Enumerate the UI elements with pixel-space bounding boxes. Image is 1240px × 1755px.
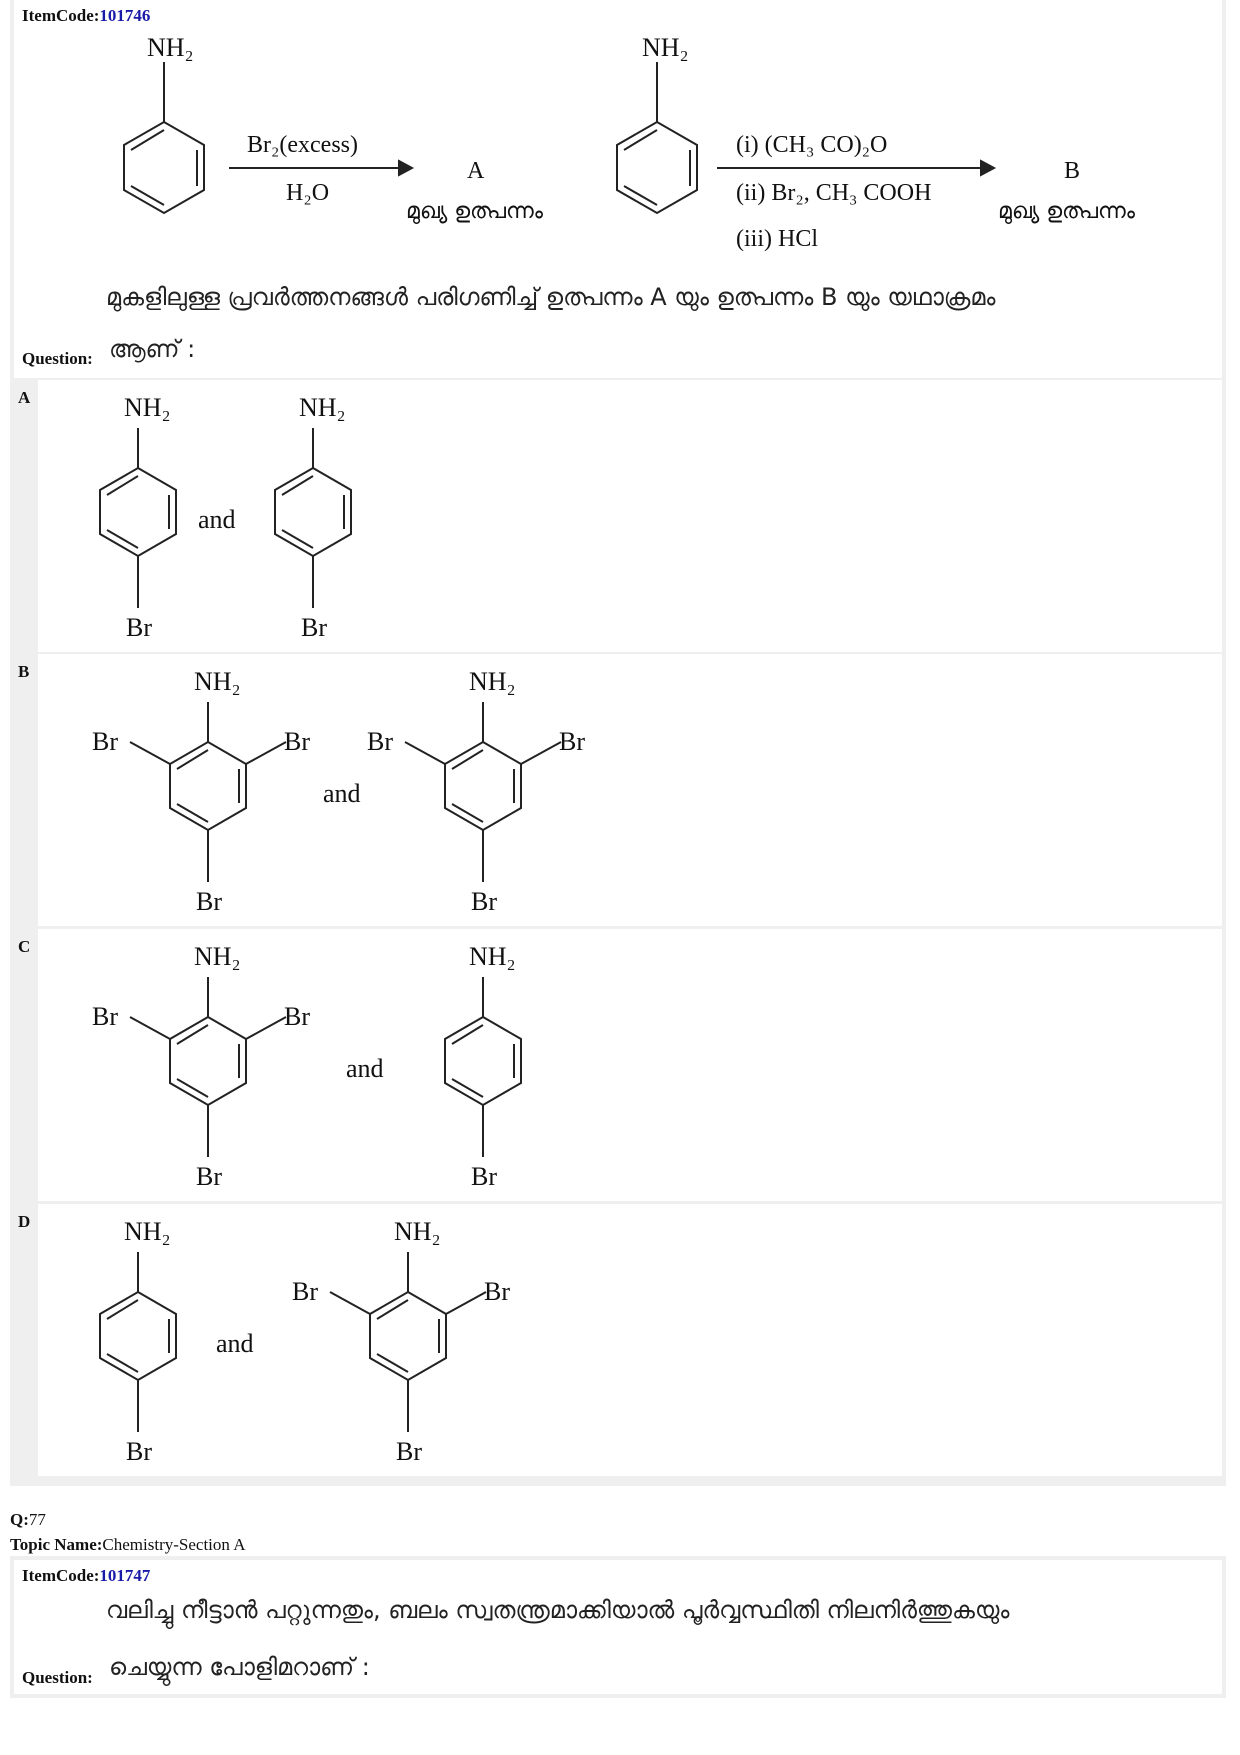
step-iii: (iii) HCl [736, 226, 818, 252]
reaction-arrow-2: (i) (CH₃ CO)₂O (ii) Br₂, CH₃ COOH (iii) … [717, 132, 997, 252]
option-label: D [18, 1212, 31, 1231]
question-text-line2: ആണ് : [109, 335, 196, 363]
p-bromoaniline-structure: NH₂ Br [99, 393, 177, 642]
step-i: (i) (CH₃ CO)₂O [736, 132, 887, 158]
br-label: Br [196, 887, 222, 916]
nh2-label: NH₂ [194, 667, 241, 696]
br-label: Br [367, 727, 393, 756]
reagent-h2o: H₂O [286, 180, 329, 206]
product-b: B [1064, 158, 1080, 184]
br-label: Br [484, 1277, 510, 1306]
br-label: Br [92, 727, 118, 756]
itemcode-value: 101746 [99, 6, 151, 25]
question-label: Question: [22, 349, 93, 368]
nh2-label: NH₂ [394, 1217, 441, 1246]
and-text: and [198, 505, 236, 534]
br-label: Br [92, 1002, 118, 1031]
nh2-label: NH₂ [124, 393, 171, 422]
question-number: Q:77 [10, 1510, 46, 1530]
br-label: Br [292, 1277, 318, 1306]
step-ii: (ii) Br₂, CH₃ COOH [736, 180, 931, 206]
option-structures: NH₂ Br and NH₂ Br [99, 393, 352, 642]
question-panel-2: ItemCode:101747 വലിച്ചു നീട്ടാൻ പറ്റുന്ന… [10, 1556, 1226, 1698]
nh2-label: NH₂ [469, 942, 516, 971]
question-stem: ItemCode:101746 NH₂ Br₂(excess) H₂O A മു… [14, 0, 1222, 378]
and-text: and [216, 1329, 254, 1358]
p-bromoaniline-structure: NH₂ Br [274, 393, 352, 642]
option-a[interactable]: A NH₂ Br and NH₂ Br [18, 380, 1222, 652]
br-label: Br [396, 1437, 422, 1466]
product-a: A [467, 158, 485, 184]
br-label: Br [284, 1002, 310, 1031]
br-label: Br [284, 727, 310, 756]
nh2-label: NH₂ [299, 393, 346, 422]
itemcode-label: ItemCode: [22, 6, 100, 25]
aniline-structure-2: NH₂ [616, 33, 698, 215]
p-bromoaniline-structure: NH₂ Br [444, 942, 522, 1191]
option-label: B [18, 662, 30, 681]
aniline-structure-1: NH₂ [123, 33, 205, 215]
itemcode-label-2: ItemCode: [22, 1566, 100, 1585]
option-label: A [18, 388, 31, 407]
topic-name: Topic Name:Chemistry-Section A [10, 1535, 245, 1555]
nh2-label: NH₂ [642, 33, 689, 62]
reaction-scheme: NH₂ Br₂(excess) H₂O A മുഖ്യ ഉത്പന്നം NH₂ [123, 33, 1136, 252]
br-label: Br [471, 1162, 497, 1191]
br-label: Br [126, 1437, 152, 1466]
reagent-br2-excess: Br₂(excess) [247, 132, 358, 158]
question-panel: ItemCode:101746 NH₂ Br₂(excess) H₂O A മു… [10, 0, 1226, 1486]
question2-text-line1: വലിച്ചു നീട്ടാൻ പറ്റുന്നതും, ബലം സ്വതന്ത… [106, 1596, 1010, 1624]
nh2-label: NH₂ [469, 667, 516, 696]
nh2-label: NH₂ [194, 942, 241, 971]
itemcode-value-2: 101747 [99, 1566, 151, 1585]
q-number: 77 [28, 1510, 46, 1529]
main-product-b: മുഖ്യ ഉത്പന്നം [998, 199, 1136, 224]
question-stem-2: ItemCode:101747 വലിച്ചു നീട്ടാൻ പറ്റുന്ന… [14, 1560, 1222, 1694]
p-bromoaniline-structure: NH₂ Br [99, 1217, 177, 1466]
question-text-line1: മുകളിലുള്ള പ്രവർത്തനങ്ങൾ പരിഗണിച്ച് ഉത്പ… [106, 283, 996, 311]
itemcode: ItemCode:101746 [22, 6, 150, 26]
itemcode-2: ItemCode:101747 [22, 1566, 150, 1586]
and-text: and [323, 779, 361, 808]
br-label: Br [126, 613, 152, 642]
question2-text-line2: ചെയ്യുന്ന പോളിമറാണ് : [109, 1653, 370, 1681]
br-label: Br [559, 727, 585, 756]
main-product-a: മുഖ്യ ഉത്പന്നം [406, 199, 544, 224]
br-label: Br [471, 887, 497, 916]
option-label: C [18, 937, 31, 956]
question2-label: Question: [22, 1668, 93, 1687]
nh2-label: NH₂ [124, 1217, 171, 1246]
br-label: Br [196, 1162, 222, 1191]
q-label: Q: [10, 1510, 29, 1529]
nh2-label: NH₂ [147, 33, 194, 62]
topic-label: Topic Name: [10, 1535, 103, 1554]
reaction-arrow-1: Br₂(excess) H₂O [229, 132, 415, 206]
br-label: Br [301, 613, 327, 642]
and-text: and [346, 1054, 384, 1083]
topic-value: Chemistry-Section A [102, 1535, 246, 1554]
